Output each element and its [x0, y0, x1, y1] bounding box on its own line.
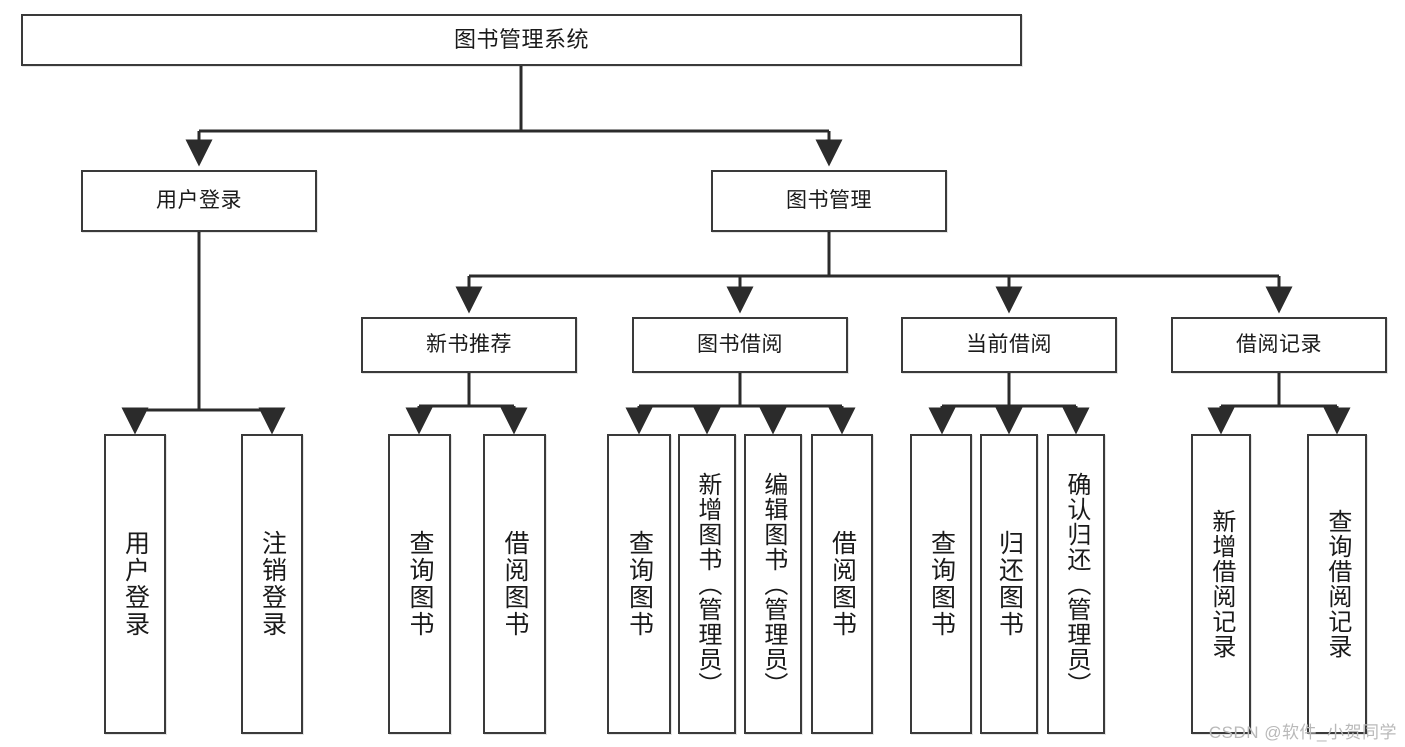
leaf-query-book-recommend[interactable]: 查询图书 [388, 434, 451, 734]
csdn-watermark: CSDN @软件_小贺同学 [1208, 723, 1397, 742]
node-label: 用户登录 [121, 530, 150, 638]
node-label: 借阅图书 [828, 530, 857, 638]
node-label: 新增借阅记录 [1207, 509, 1235, 659]
node-label: 借阅图书 [501, 530, 529, 638]
leaf-add-borrow-record[interactable]: 新增借阅记录 [1191, 434, 1251, 734]
node-label: 确认归还（管理员） [1062, 471, 1090, 697]
leaf-confirm-return[interactable]: 确认归还（管理员） [1047, 434, 1105, 734]
node-label: 图书管理系统 [453, 26, 589, 52]
node-label: 注销登录 [258, 530, 287, 638]
leaf-user-logout[interactable]: 注销登录 [241, 434, 303, 734]
leaf-query-borrow-record[interactable]: 查询借阅记录 [1307, 434, 1367, 734]
leaf-edit-book[interactable]: 编辑图书（管理员） [744, 434, 802, 734]
leaf-query-book-current[interactable]: 查询图书 [910, 434, 972, 734]
node-current-borrow[interactable]: 当前借阅 [901, 317, 1117, 373]
leaf-query-book-borrow[interactable]: 查询图书 [607, 434, 671, 734]
node-new-book-recommend[interactable]: 新书推荐 [361, 317, 577, 373]
node-borrow-record[interactable]: 借阅记录 [1171, 317, 1387, 373]
node-label: 查询图书 [406, 530, 434, 638]
leaf-borrow-book[interactable]: 借阅图书 [811, 434, 873, 734]
node-label: 查询图书 [625, 530, 654, 638]
leaf-add-book[interactable]: 新增图书（管理员） [678, 434, 736, 734]
node-book-borrow[interactable]: 图书借阅 [632, 317, 848, 373]
node-label: 查询借阅记录 [1323, 509, 1351, 659]
node-label: 图书借阅 [697, 333, 783, 357]
leaf-return-book[interactable]: 归还图书 [980, 434, 1038, 734]
node-root-system[interactable]: 图书管理系统 [21, 14, 1022, 66]
node-label: 归还图书 [995, 530, 1024, 638]
leaf-user-login[interactable]: 用户登录 [104, 434, 166, 734]
node-label: 编辑图书（管理员） [759, 471, 787, 697]
node-user-login[interactable]: 用户登录 [81, 170, 317, 232]
node-book-manage[interactable]: 图书管理 [711, 170, 947, 232]
node-label: 查询图书 [927, 530, 956, 638]
node-label: 当前借阅 [966, 333, 1052, 357]
node-label: 图书管理 [786, 189, 872, 213]
leaf-borrow-book-recommend[interactable]: 借阅图书 [483, 434, 546, 734]
node-label: 用户登录 [156, 189, 242, 213]
node-label: 新书推荐 [426, 333, 512, 357]
node-label: 借阅记录 [1236, 333, 1322, 357]
node-label: 新增图书（管理员） [693, 471, 721, 697]
